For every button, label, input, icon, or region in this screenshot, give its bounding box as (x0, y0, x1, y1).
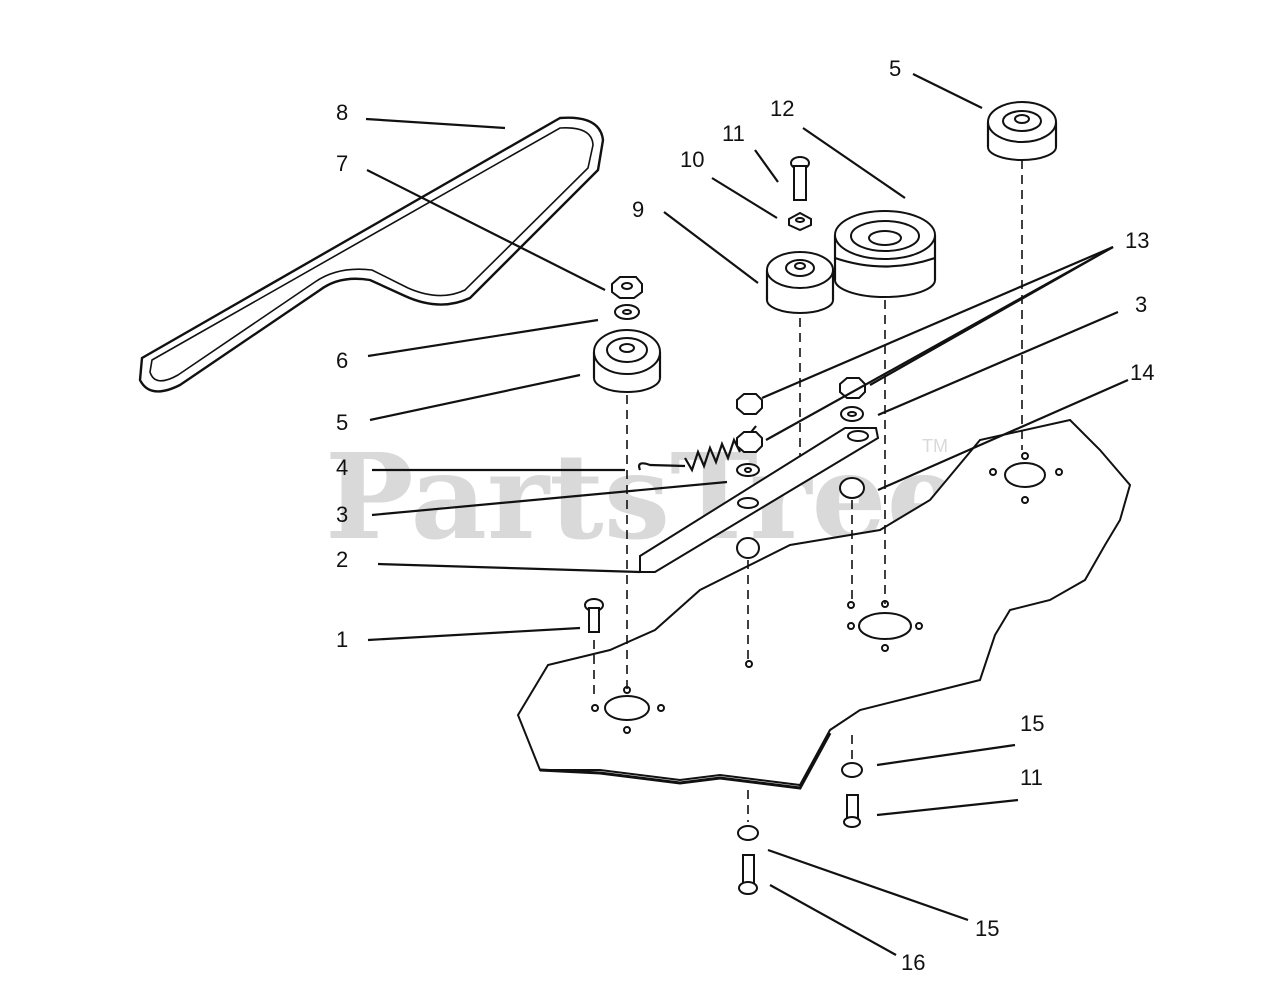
nut-left-lower (736, 431, 763, 453)
callout-4: 4 (336, 455, 348, 480)
callout-15-bottom: 15 (975, 916, 999, 941)
callout-15-right: 15 (1020, 711, 1044, 736)
callout-13: 13 (1125, 228, 1149, 253)
bushing-14 (839, 477, 865, 499)
callout-16: 16 (901, 950, 925, 975)
callout-12: 12 (770, 96, 794, 121)
callout-2: 2 (336, 547, 348, 572)
washer-3-right (840, 406, 864, 422)
callout-11-top: 11 (722, 121, 745, 146)
jam-nut-7 (611, 276, 643, 299)
idler-pulley-9 (765, 251, 835, 314)
washer-15-right (841, 762, 863, 778)
washer-10 (788, 211, 812, 232)
callout-5-right: 5 (889, 56, 901, 81)
callout-8: 8 (336, 100, 348, 125)
idler-pulley-left (592, 329, 662, 393)
callout-7: 7 (336, 151, 348, 176)
callout-labels: 8 7 6 5 4 3 2 1 9 10 11 12 5 13 3 14 15 … (336, 56, 1154, 975)
callout-10: 10 (680, 147, 704, 172)
drive-belt-inner (149, 127, 594, 382)
deck-holes (591, 452, 1063, 734)
callout-11-bottom: 11 (1020, 765, 1043, 790)
callout-14: 14 (1130, 360, 1154, 385)
deck-plate (516, 418, 1132, 787)
callout-5-left: 5 (336, 410, 348, 435)
drive-belt (138, 116, 605, 393)
washer-15-left (737, 825, 759, 841)
idler-pulley-right (986, 101, 1058, 161)
nut-13-left (736, 393, 763, 415)
bushing-left (736, 537, 760, 559)
bolt-11-top (790, 156, 810, 201)
washer-3-left (736, 463, 760, 477)
drive-pulley-12 (833, 210, 937, 298)
callout-9: 9 (632, 197, 644, 222)
nut-13-right (839, 377, 866, 399)
deck-plate-edge (539, 732, 832, 790)
callout-3-left: 3 (336, 502, 348, 527)
callout-1: 1 (336, 627, 348, 652)
callout-6: 6 (336, 348, 348, 373)
bolt-11-bottom (843, 794, 861, 828)
leader-lines (365, 73, 1129, 956)
bolt-1 (584, 598, 604, 633)
bolt-16 (738, 854, 758, 895)
watermark-trademark: TM (922, 436, 948, 456)
callout-3-right: 3 (1135, 292, 1147, 317)
washer-6 (614, 304, 640, 320)
